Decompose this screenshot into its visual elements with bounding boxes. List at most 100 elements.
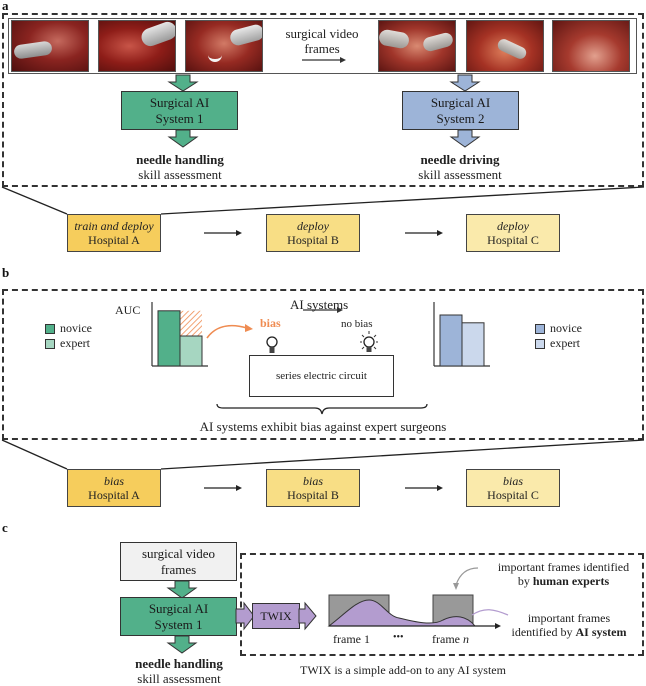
right-auc-chart [433,302,490,367]
bias-label: bias [260,316,281,330]
bias-hatched-gap [180,310,202,336]
frames-ellipsis: ••• [393,632,404,643]
ai-note-line1: important frames [527,611,611,625]
human-note-bold: human experts [532,574,610,588]
ai-note: important frames identified by AI system [498,611,640,639]
ai-pointer-line [471,609,509,616]
lightbulb-off-icon [266,336,278,353]
hospital-a-name: Hospital A [88,233,140,247]
frames-caption-line1: surgical video [285,26,359,41]
system2-line2: System 2 [436,110,485,126]
human-note: important frames identified by human exp… [486,560,641,588]
time-arrow [302,57,346,63]
video-frame-1 [11,20,89,72]
no-bias-label: no bias [341,318,373,330]
legend-right: novice expert [535,321,582,351]
frame-last-pre: frame [432,632,463,646]
novice-swatch [45,323,55,334]
output-c-sub: skill assessment [137,671,221,686]
frames-caption-line2: frames [304,41,340,56]
hospital-b-bias-box: bias Hospital B [266,469,360,507]
legend-right-expert-label: expert [550,336,580,350]
legend-left: novice expert [45,321,92,351]
panel-c-label: c [2,520,8,535]
video-frame-2 [98,20,176,72]
human-note-line1: important frames identified [497,560,630,574]
system2-line1: Surgical AI [430,94,491,110]
ai-importance-curve [327,599,477,627]
legend-left-novice-label: novice [60,321,92,335]
series-circuit-box: series electric circuit [249,355,394,397]
bias-arrow [206,324,253,339]
hospital-c-bias-name: Hospital C [487,488,539,502]
panel-b-zoom-box [2,289,644,440]
hospital-c-box: deploy Hospital C [466,214,560,252]
hospital-c-bias-role: bias [502,474,523,488]
input-frames-box: surgical video frames [120,542,237,581]
output1-title: needle handling [136,152,224,167]
surgical-ai-system-2: Surgical AI System 2 [402,91,519,130]
circuit-label: series electric circuit [275,370,367,382]
arrow-to-twix [235,601,255,631]
hospital-c-name: Hospital C [487,233,539,247]
expert-swatch-right [535,338,545,349]
novice-swatch-right [535,323,545,334]
legend-left-expert-label: expert [60,336,90,350]
curly-brace [216,403,428,415]
panel-b-label: b [2,265,10,280]
expert-swatch [45,338,55,349]
ai-note-bold: AI system [575,625,627,639]
system-c-line1: Surgical AI [148,600,209,616]
frame-first-label: frame 1 [333,632,370,646]
video-frame-3 [185,20,263,72]
lightbulb-on-icon [360,331,378,352]
hospital-b-name: Hospital B [287,233,339,247]
ai-note-pre: identified by [511,625,576,639]
video-frame-6 [552,20,630,72]
legend-left-expert: expert [45,336,92,351]
ai-systems-arrow [303,307,343,313]
input-line2: frames [160,561,197,577]
surgical-ai-system-c: Surgical AI System 1 [120,597,237,636]
hospital-a-role: train and deploy [74,219,154,233]
arrow-bias-b-to-c [405,485,443,491]
system1-line2: System 1 [155,110,204,126]
human-pointer-arrow [453,567,479,590]
panel-c-summary: TWIX is a simple add-on to any AI system [300,663,506,677]
ai-systems-label: AI systems [290,297,349,312]
left-bar-expert [179,335,203,367]
output-c-title: needle handling [135,656,223,671]
arrow-bias-a-to-b [204,485,242,491]
output-c-caption: needle handling skill assessment [118,656,240,686]
hospital-b-bias-name: Hospital B [287,488,339,502]
frame-last-label: frame n [432,632,469,647]
output2-caption: needle driving skill assessment [400,152,520,182]
hospital-b-box: deploy Hospital B [266,214,360,252]
video-frame-5 [466,20,544,72]
legend-right-novice: novice [535,321,582,336]
system1-line1: Surgical AI [149,94,210,110]
output1-caption: needle handling skill assessment [120,152,240,182]
hospital-b-bias-role: bias [302,474,323,488]
hospital-c-role: deploy [497,219,529,233]
system-c-line2: System 1 [154,616,203,632]
panel-a-zoom-box [2,13,644,187]
arrow-down-to-system1 [167,74,199,92]
hospital-a-box: train and deploy Hospital A [67,214,161,252]
importance-plot [327,594,501,629]
left-auc-chart [151,302,208,367]
arrow-from-twix [298,601,317,631]
legend-right-expert: expert [535,336,582,351]
human-note-pre: by [517,574,533,588]
arrow-down-from-system1 [167,129,199,148]
legend-right-novice-label: novice [550,321,582,335]
right-bar-expert [461,322,485,367]
twix-label: TWIX [260,609,292,623]
panel-b-summary: AI systems exhibit bias against expert s… [199,419,447,434]
video-frame-4 [378,20,456,72]
hospital-a-bias-box: bias Hospital A [67,469,161,507]
arrow-down-from-system [166,635,198,654]
hospital-a-bias-role: bias [103,474,124,488]
